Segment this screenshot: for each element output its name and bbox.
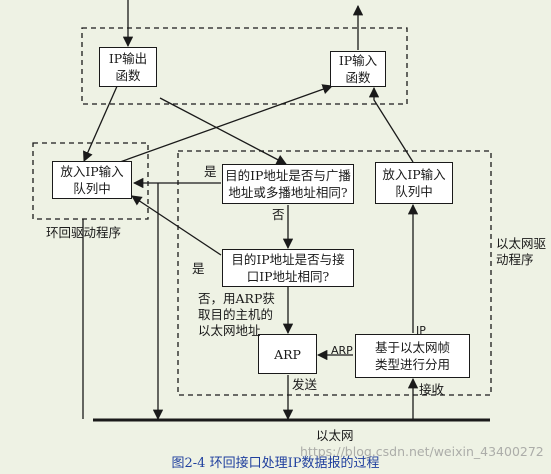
ethernet-label: 以太网	[316, 428, 354, 443]
arp-box: ARP	[258, 334, 317, 374]
figure-caption: 图2-4 环回接口处理IP数据报的过程	[171, 456, 380, 471]
arrow-ethernet-queue-to-ip-input	[368, 86, 414, 163]
yes-label-broadcast: 是	[204, 164, 217, 179]
broadcast-check-box: 目的IP地址是否与广播 地址或多播地址相同?	[222, 164, 354, 204]
yes-label-interface: 是	[192, 261, 205, 276]
loopback-driver-group	[32, 142, 149, 220]
ethernet-enqueue-box: 放入IP输入 队列中	[375, 162, 453, 204]
arrow-output-to-broadcast-check	[159, 97, 287, 165]
ip-output-function-box: IP输出 函数	[99, 47, 157, 87]
arrow-output-to-loopback	[83, 83, 119, 162]
ip-label: IP	[416, 324, 426, 337]
arrow-loopback-to-ip-input	[119, 84, 333, 163]
loopback-enqueue-box: 放入IP输入 队列中	[52, 161, 132, 199]
arrow-interface-yes	[131, 195, 222, 256]
ethernet-driver-label: 以太网驱 动程序	[496, 236, 547, 267]
interface-check-box: 目的IP地址是否与接 口IP地址相同?	[222, 249, 354, 287]
watermark: https://blog.csdn.net/weixin_43400272	[300, 444, 544, 459]
no-label-broadcast: 否	[272, 207, 285, 222]
ip-layer-group	[81, 27, 408, 105]
no-arp-label: 否，用ARP获 取目的主机的 以太网地址	[198, 291, 275, 338]
ip-input-function-box: IP输入 函数	[330, 51, 386, 87]
send-label: 发送	[292, 377, 318, 392]
ethernet-driver-group	[177, 150, 492, 396]
loopback-driver-label: 环回驱动程序	[46, 225, 122, 240]
arp-small-label: ARP	[331, 344, 353, 357]
receive-label: 接收	[419, 382, 445, 397]
demux-box: 基于以太网帧 类型进行分用	[355, 334, 470, 378]
